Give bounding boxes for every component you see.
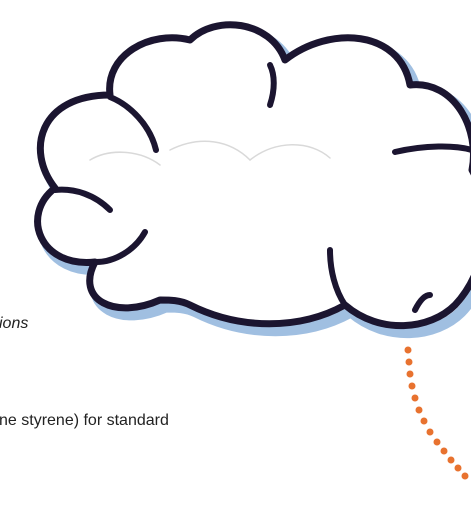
cloud-outline [38,25,471,326]
text-fragment-ions: ions [0,314,28,333]
dotted-trail [405,347,469,480]
text-fragment-styrene: ne styrene) for standard [0,411,169,430]
